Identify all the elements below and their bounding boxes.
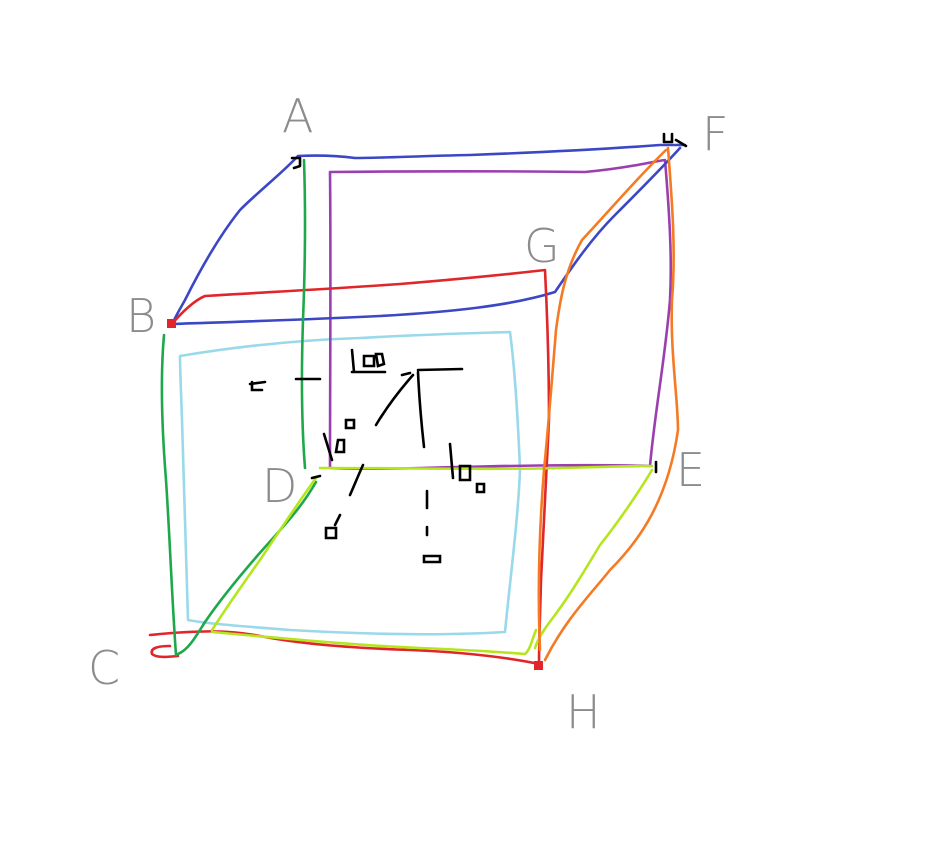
- red-vertex-c-mark: [150, 644, 180, 659]
- green-edge-b-to-c: [160, 333, 178, 657]
- red-bottom-edge: [148, 630, 541, 666]
- vertex-a-marker: [290, 156, 302, 170]
- vertex-label-g: G: [524, 219, 560, 273]
- axis-diagonal-lower: [348, 463, 365, 497]
- vertex-d-marker: [310, 474, 322, 480]
- green-edge-d-to-c: [176, 480, 318, 656]
- mark-10-top: [350, 348, 387, 374]
- vertex-label-c: C: [88, 641, 120, 695]
- vertex-h-marker: [534, 661, 543, 670]
- axis-vertical-main: [416, 370, 426, 449]
- light-blue-face: [178, 330, 522, 636]
- blue-top-edges: [170, 143, 687, 326]
- orange-edge-f-g-h: [537, 148, 668, 652]
- vertex-label-a: A: [282, 89, 313, 143]
- axis-diagonal-tick: [333, 513, 342, 527]
- mark-0-lower-left: [324, 526, 338, 540]
- axis-short-tick: [400, 371, 412, 377]
- mark-0-bottom: [422, 554, 442, 564]
- vertex-b-marker: [167, 319, 176, 328]
- lime-bottom-face: [210, 464, 654, 656]
- axis-horizontal-left: [248, 377, 322, 386]
- green-edge-a-to-d: [300, 158, 307, 470]
- mark-dash-left: [250, 380, 264, 392]
- vertex-label-b: B: [126, 289, 156, 343]
- vertex-f-marker: [662, 132, 688, 148]
- axis-diagonal: [374, 373, 415, 427]
- axis-top-bar: [416, 367, 464, 372]
- mark-10-left: [322, 418, 356, 462]
- vertex-label-f: F: [702, 107, 728, 161]
- vertex-label-h: H: [566, 685, 601, 739]
- vertex-label-d: D: [262, 459, 297, 513]
- vertex-label-e: E: [676, 443, 705, 497]
- mark-10-right: [448, 442, 486, 494]
- purple-back-face: [328, 158, 673, 471]
- red-top-rect-edge: [170, 268, 551, 667]
- orange-edge-f-h: [543, 146, 680, 662]
